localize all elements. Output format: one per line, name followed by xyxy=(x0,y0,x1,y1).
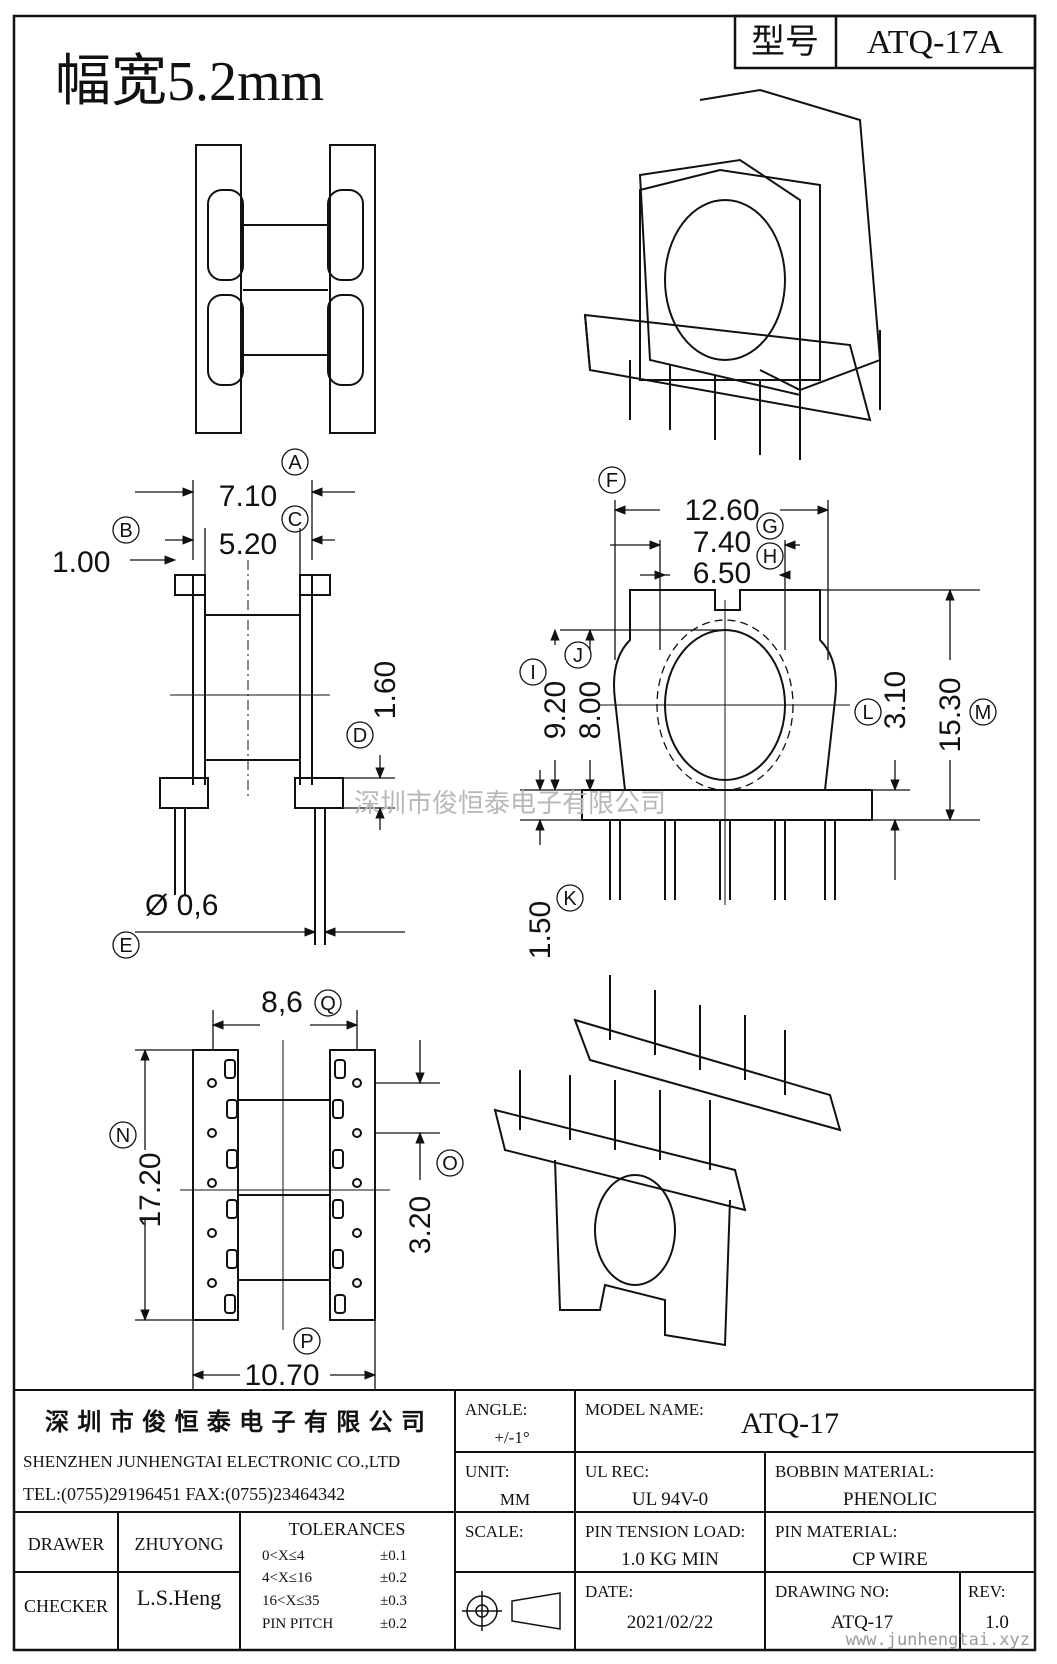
dim-pin-diameter: Ø 0,6 xyxy=(145,889,218,922)
iso-view-top xyxy=(583,88,882,460)
model-label: 型号 xyxy=(751,24,819,61)
dim-1-00: 1.00 xyxy=(52,546,110,579)
angle-value: +/-1° xyxy=(494,1428,529,1447)
tag-O: O xyxy=(442,1153,458,1175)
tol-value-4: ±0.2 xyxy=(380,1616,407,1632)
tag-B: B xyxy=(119,520,132,542)
tol-value-3: ±0.3 xyxy=(380,1593,407,1609)
pin-tension-label: PIN TENSION LOAD: xyxy=(585,1522,745,1541)
side-view-labels: 7.10 5.20 1.00 1.60 Ø 0,6 xyxy=(52,480,402,922)
angle-label: ANGLE: xyxy=(465,1400,527,1419)
model-name-label: MODEL NAME: xyxy=(585,1400,704,1419)
tag-Q: Q xyxy=(320,993,336,1015)
pin-material-value: CP WIRE xyxy=(852,1549,927,1570)
checker-label: CHECKER xyxy=(24,1596,108,1616)
bottom-view-dimensions xyxy=(135,1010,440,1390)
company-en: SHENZHEN JUNHENGTAI ELECTRONIC CO.,LTD xyxy=(23,1452,400,1471)
pin-tension-value: 1.0 KG MIN xyxy=(621,1549,719,1570)
date-value: 2021/02/22 xyxy=(627,1612,714,1633)
tol-value-1: ±0.1 xyxy=(380,1548,407,1564)
drawer-label: DRAWER xyxy=(28,1534,105,1554)
title-block xyxy=(14,1389,1035,1650)
top-view xyxy=(195,144,376,434)
company-cn: 深 圳 市 俊 恒 泰 电 子 有 限 公 司 xyxy=(45,1408,425,1436)
tag-L: L xyxy=(862,702,873,724)
company-contact: TEL:(0755)29196451 FAX:(0755)23464342 xyxy=(23,1484,345,1505)
side-view-dimensions xyxy=(130,480,405,937)
front-view-dimensions xyxy=(520,500,980,880)
dim-7-10: 7.10 xyxy=(219,480,277,513)
drawing-no-value: ATQ-17 xyxy=(831,1612,893,1633)
bobbin-label: BOBBIN MATERIAL: xyxy=(775,1462,934,1481)
date-label: DATE: xyxy=(585,1582,633,1601)
dim-7-40: 7.40 xyxy=(693,526,751,559)
side-view xyxy=(159,560,344,945)
tag-P: P xyxy=(300,1331,313,1353)
dim-3-20: 3.20 xyxy=(404,1196,437,1254)
tag-H: H xyxy=(763,546,777,568)
iso-view-bottom xyxy=(493,975,842,1347)
outer-frame xyxy=(12,14,1037,1652)
drawer-value: ZHUYONG xyxy=(135,1534,224,1554)
pin-material-label: PIN MATERIAL: xyxy=(775,1522,897,1541)
side-view-tags: A B C D E xyxy=(112,448,374,959)
dim-3-10: 3.10 xyxy=(879,671,912,729)
tag-D: D xyxy=(353,725,367,747)
tol-range-1: 0<X≤4 xyxy=(262,1548,305,1564)
tag-I: I xyxy=(530,662,536,684)
front-view xyxy=(581,589,873,905)
tag-F: F xyxy=(606,470,618,492)
tag-E: E xyxy=(119,935,132,957)
front-view-labels: 12.60 7.40 6.50 9.20 8.00 3.10 15.30 1.5… xyxy=(524,494,967,959)
tag-C: C xyxy=(288,509,302,531)
checker-value: L.S.Heng xyxy=(137,1585,221,1610)
dim-8-00: 8.00 xyxy=(574,681,607,739)
rev-label: REV: xyxy=(968,1582,1005,1601)
dim-10-70: 10.70 xyxy=(244,1359,319,1392)
drawing-no-label: DRAWING NO: xyxy=(775,1582,889,1601)
dim-15-30: 15.30 xyxy=(934,677,967,752)
website-watermark: www.junhengtai.xyz xyxy=(846,1630,1030,1650)
dim-17-20: 17.20 xyxy=(134,1152,167,1227)
unit-value: MM xyxy=(500,1490,530,1509)
dim-8-6: 8,6 xyxy=(261,986,303,1019)
ul-value: UL 94V-0 xyxy=(632,1489,708,1510)
dim-1-50: 1.50 xyxy=(524,901,557,959)
bottom-view xyxy=(180,1040,390,1330)
tol-range-4: PIN PITCH xyxy=(262,1616,333,1632)
model-value: ATQ-17A xyxy=(867,24,1003,61)
tag-J: J xyxy=(573,645,583,667)
tag-N: N xyxy=(116,1125,130,1147)
dim-9-20: 9.20 xyxy=(539,681,572,739)
scale-label: SCALE: xyxy=(465,1522,524,1541)
bottom-view-tags: N O P Q xyxy=(109,989,464,1355)
watermark: 深圳市俊恒泰电子有限公司 xyxy=(354,788,666,818)
bobbin-value: PHENOLIC xyxy=(843,1489,937,1510)
dim-6-50: 6.50 xyxy=(693,557,751,590)
tag-K: K xyxy=(563,888,577,910)
width-note: 幅宽5.2mm xyxy=(55,51,324,113)
model-name-value: ATQ-17 xyxy=(741,1407,839,1440)
rev-value: 1.0 xyxy=(985,1612,1009,1633)
dim-1-60: 1.60 xyxy=(369,661,402,719)
tag-A: A xyxy=(288,452,302,474)
dim-12-60: 12.60 xyxy=(684,494,759,527)
tol-range-3: 16<X≤35 xyxy=(262,1593,320,1609)
tol-value-2: ±0.2 xyxy=(380,1570,407,1586)
projection-symbol-icon xyxy=(462,1591,561,1631)
tolerances-title: TOLERANCES xyxy=(289,1519,406,1539)
ul-label: UL REC: xyxy=(585,1462,649,1481)
tol-range-2: 4<X≤16 xyxy=(262,1570,313,1586)
model-box: 型号 ATQ-17A xyxy=(733,14,1037,70)
unit-label: UNIT: xyxy=(465,1462,509,1481)
dim-5-20: 5.20 xyxy=(219,528,277,561)
tag-G: G xyxy=(762,516,778,538)
bottom-view-labels: 8,6 17.20 3.20 10.70 xyxy=(134,986,437,1392)
front-view-tags: F G H I J K L M xyxy=(519,466,997,912)
tag-M: M xyxy=(975,702,992,724)
title-block-text: 深 圳 市 俊 恒 泰 电 子 有 限 公 司 SHENZHEN JUNHENG… xyxy=(23,1400,1009,1633)
